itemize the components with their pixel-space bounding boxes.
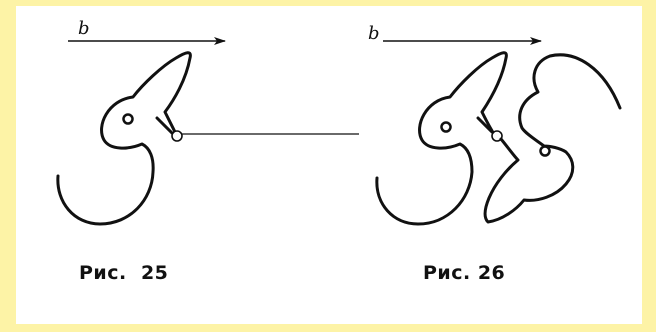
paper-page <box>16 6 642 324</box>
pivot-point-fig26 <box>491 130 503 142</box>
caption-fig25: Рис. 25 <box>79 262 169 284</box>
inner-stroke-fig26 <box>476 116 494 134</box>
vector-b-label-fig26: b <box>368 23 380 44</box>
rabbit-shape-fig25 <box>56 51 192 226</box>
pivot-point-fig25 <box>171 130 183 142</box>
eye-fig26-original <box>440 121 452 133</box>
figure-26: b <box>368 23 622 226</box>
eye-fig26-image <box>539 145 551 157</box>
inner-stroke-fig25 <box>155 116 176 137</box>
rabbit-shape-fig26-original <box>375 51 508 226</box>
figure-25: b <box>56 18 226 226</box>
vector-b-label-fig25: b <box>78 18 90 39</box>
caption-fig26: Рис. 26 <box>423 262 506 284</box>
rabbit-shape-fig26-image <box>483 53 622 224</box>
eye-fig25 <box>122 113 134 125</box>
